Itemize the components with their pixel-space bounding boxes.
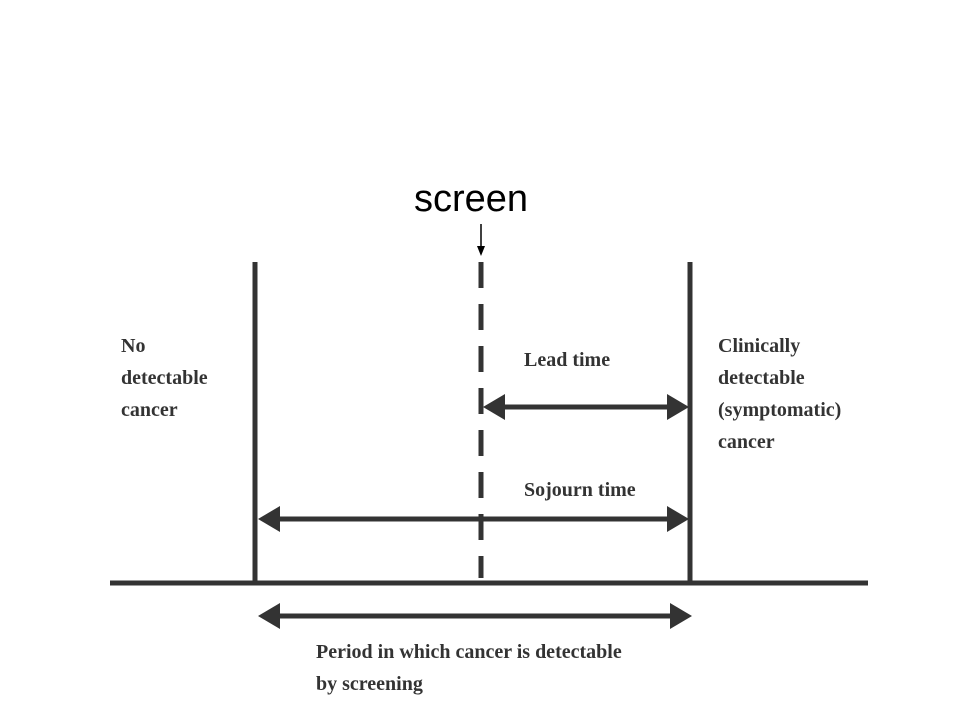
detectable-period-label: Period in which cancer is detectable by … — [316, 641, 622, 695]
detectable-period-arrowhead-left — [258, 603, 280, 629]
lead-time-arrowhead-left — [483, 394, 505, 420]
lead-time-label: Lead time — [524, 349, 611, 371]
screen-label: screen — [414, 178, 529, 220]
sojourn-time-arrowhead-right — [667, 506, 689, 532]
sojourn-time-arrowhead-left — [258, 506, 280, 532]
sojourn-time-label: Sojourn time — [524, 479, 636, 501]
screen-pointer-arrowhead — [477, 246, 485, 256]
clinically-detectable-cancer-label: Clinically detectable (symptomatic) canc… — [718, 335, 842, 453]
lead-time-arrowhead-right — [667, 394, 689, 420]
detectable-period-arrowhead-right — [670, 603, 692, 629]
no-detectable-cancer-label: No detectable cancer — [121, 335, 208, 421]
